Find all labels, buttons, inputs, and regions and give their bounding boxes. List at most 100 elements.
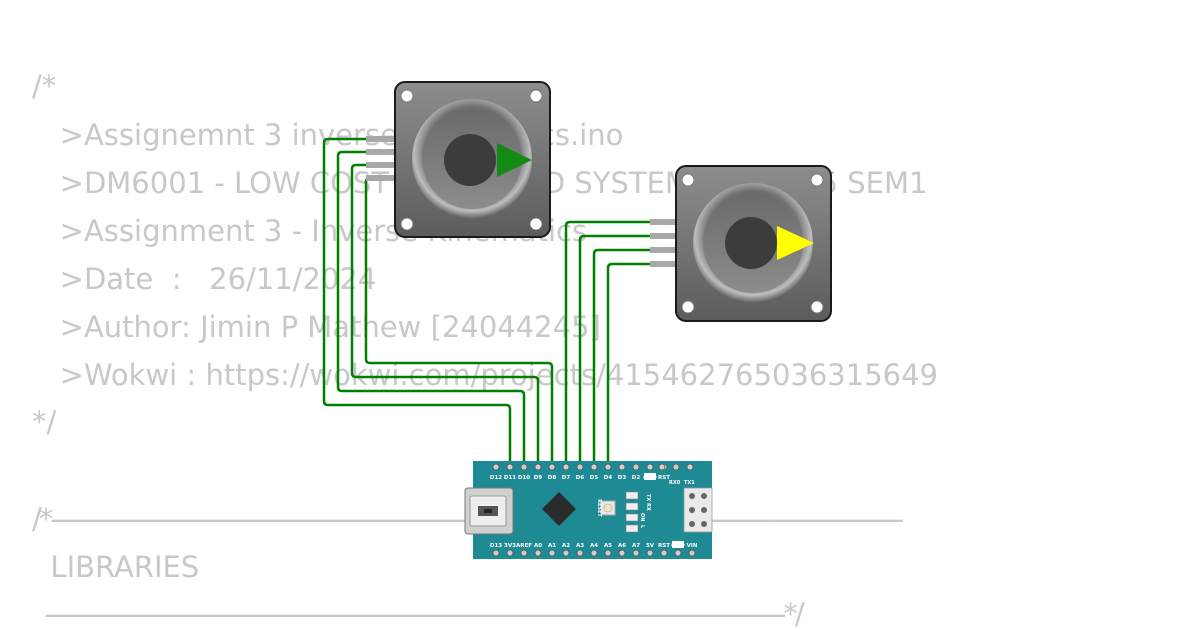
nano-pin-vin[interactable] bbox=[688, 549, 696, 557]
nano-pin-d13[interactable] bbox=[492, 549, 500, 557]
nano-pin-gnd[interactable] bbox=[646, 463, 654, 471]
nano-pin-d5[interactable] bbox=[590, 463, 598, 471]
nano-pin-label-d7: D7 bbox=[562, 475, 571, 481]
nano-pin-label-d6: D6 bbox=[576, 475, 585, 481]
nano-pin-gnd[interactable] bbox=[674, 549, 682, 557]
nano-pin-label-a0: A0 bbox=[534, 543, 542, 549]
wire-stepper2-c[interactable] bbox=[592, 248, 656, 468]
stepper1-pin-2 bbox=[366, 149, 396, 155]
nano-pin-aref[interactable] bbox=[520, 549, 528, 557]
rx-label: RX bbox=[645, 503, 651, 511]
nano-pin-label-a5: A5 bbox=[604, 543, 612, 549]
nano-pin-5v[interactable] bbox=[646, 549, 654, 557]
nano-pin-a7[interactable] bbox=[632, 549, 640, 557]
nano-pin-label-aref: AREF bbox=[516, 543, 532, 549]
wire-stepper2-a[interactable] bbox=[564, 220, 656, 468]
nano-pin-label-d13: D13 bbox=[490, 543, 502, 549]
stepper2-screw-tl bbox=[681, 173, 695, 187]
nano-pin-label-d5: D5 bbox=[590, 475, 599, 481]
section-title-line: LIBRARIES bbox=[32, 550, 200, 584]
nano-pin-serial-2[interactable] bbox=[686, 463, 694, 471]
comment-line-1: /* bbox=[32, 69, 57, 103]
nano-pin-d9[interactable] bbox=[534, 463, 542, 471]
comment-line-6: >Author: Jimin P Mathew [24044245] bbox=[32, 310, 601, 344]
nano-pin-serial-0[interactable] bbox=[658, 463, 666, 471]
nano-pin-d11[interactable] bbox=[506, 463, 514, 471]
stepper1-shaft bbox=[444, 134, 496, 186]
wires bbox=[322, 137, 656, 468]
comment-line-5: >Date : 26/11/2024 bbox=[32, 262, 377, 296]
nano-pin-d4[interactable] bbox=[604, 463, 612, 471]
stepper1-screw-tr bbox=[529, 89, 543, 103]
gnd-label-bg-top bbox=[644, 473, 656, 480]
stepper2-pin-3 bbox=[650, 247, 680, 253]
nano-pin-d8[interactable] bbox=[548, 463, 556, 471]
stepper2-pin-4 bbox=[650, 261, 680, 267]
nano-pin-serial-1[interactable] bbox=[672, 463, 680, 471]
nano-pin-label-d3: D3 bbox=[618, 475, 627, 481]
nano-pin-label-a1: A1 bbox=[548, 543, 556, 549]
wire-stepper2-b[interactable] bbox=[578, 234, 656, 468]
nano-pin-a6[interactable] bbox=[618, 549, 626, 557]
stepper-motor-1[interactable] bbox=[366, 81, 551, 238]
nano-pin-label-d2: D2 bbox=[632, 475, 641, 481]
section-close-line: ----------------------------------------… bbox=[32, 600, 804, 629]
wire-stepper1-c[interactable] bbox=[350, 163, 540, 468]
nano-pin-label-d9: D9 bbox=[534, 475, 543, 481]
l-label: L bbox=[639, 525, 645, 529]
nano-pin-rst[interactable] bbox=[660, 549, 668, 557]
nano-pin-label-3v3: 3V3 bbox=[504, 543, 516, 549]
nano-pin-3v3[interactable] bbox=[506, 549, 514, 557]
stepper2-pin-1 bbox=[650, 219, 680, 225]
nano-pin-a3[interactable] bbox=[576, 549, 584, 557]
nano-pin-label-rst: RST bbox=[658, 543, 670, 549]
gnd-label-bg-bottom bbox=[672, 541, 684, 548]
nano-pin-label-rst: RST bbox=[658, 475, 670, 481]
nano-pin-label-a7: A7 bbox=[632, 543, 640, 549]
nano-pin-d6[interactable] bbox=[576, 463, 584, 471]
tx-label: TX bbox=[645, 494, 651, 501]
stepper2-screw-br bbox=[810, 300, 824, 314]
comment-line-8: */ bbox=[32, 405, 57, 439]
comment-line-7: >Wokwi : https://wokwi.com/projects/4154… bbox=[32, 358, 938, 392]
reset-label: RESET bbox=[596, 499, 602, 517]
wire-stepper1-b[interactable] bbox=[336, 150, 526, 468]
stepper1-screw-tl bbox=[400, 89, 414, 103]
wire-stepper1-a[interactable] bbox=[322, 137, 512, 468]
nano-pin-a0[interactable] bbox=[534, 549, 542, 557]
nano-mcu-chip bbox=[542, 492, 576, 526]
nano-pin-label-a2: A2 bbox=[562, 543, 570, 549]
nano-pin-label-a4: A4 bbox=[590, 543, 598, 549]
wire-stepper2-d[interactable] bbox=[606, 262, 656, 468]
nano-pin-label-gnd: GND bbox=[671, 543, 685, 549]
nano-pin-d12[interactable] bbox=[492, 463, 500, 471]
nano-pin-d10[interactable] bbox=[520, 463, 528, 471]
nano-pin-d2[interactable] bbox=[632, 463, 640, 471]
reset-button-cap[interactable] bbox=[603, 503, 613, 513]
tx1-label: TX1 bbox=[684, 480, 695, 486]
nano-pin-a1[interactable] bbox=[548, 549, 556, 557]
nano-pin-d7[interactable] bbox=[562, 463, 570, 471]
nano-pin-label-vin: VIN bbox=[687, 543, 698, 549]
nano-pin-a4[interactable] bbox=[590, 549, 598, 557]
nano-pin-a5[interactable] bbox=[604, 549, 612, 557]
icsp-header bbox=[683, 487, 713, 533]
nano-pin-d3[interactable] bbox=[618, 463, 626, 471]
nano-pin-label-a3: A3 bbox=[576, 543, 584, 549]
stepper-motor-2[interactable] bbox=[650, 165, 832, 322]
nano-pin-label-d11: D11 bbox=[504, 475, 516, 481]
rx0-label: RX0 bbox=[669, 480, 681, 486]
stepper1-pin-3 bbox=[366, 162, 396, 168]
stepper2-screw-tr bbox=[810, 173, 824, 187]
stepper1-screw-br bbox=[529, 217, 543, 231]
stepper1-pin-1 bbox=[366, 136, 396, 142]
led-l bbox=[625, 524, 639, 533]
nano-pin-a2[interactable] bbox=[562, 549, 570, 557]
nano-pin-label-5v: 5V bbox=[646, 543, 655, 549]
stepper2-pin-2 bbox=[650, 233, 680, 239]
